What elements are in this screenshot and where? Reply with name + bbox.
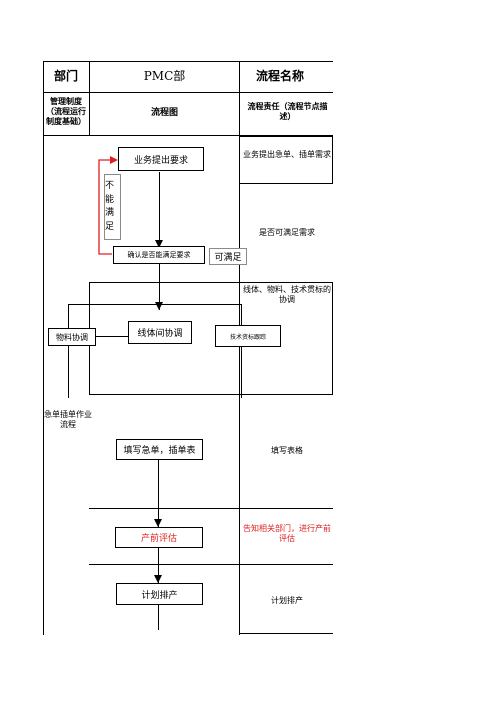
description-2: 是否可满足需求 xyxy=(259,228,315,237)
flowchart-label: 流程图 xyxy=(150,108,178,118)
description-5: 告知相关部门，进行产前评估 xyxy=(243,524,331,543)
description-box-2 xyxy=(239,183,333,283)
subheader-row-divider xyxy=(43,135,333,136)
description-4: 填写表格 xyxy=(271,446,303,455)
node-business-request: 业务提出要求 xyxy=(118,147,204,171)
dept-label: 部门 xyxy=(53,69,78,83)
lane-line-4 xyxy=(239,633,333,634)
lane-line-3 xyxy=(89,564,333,565)
coordination-frame xyxy=(68,304,242,398)
node-preproduction-eval: 产前评估 xyxy=(115,527,203,548)
responsibility-label: 流程责任（流程节点描述） xyxy=(247,102,328,121)
node-plan-schedule: 计划排产 xyxy=(116,583,203,605)
description-1: 业务提出急单、插单需求 xyxy=(243,150,331,159)
description-3: 线体、物料、技术贯标的协调 xyxy=(243,285,331,304)
lane-line-1 xyxy=(89,394,333,395)
node-confirm-satisfy: 确认是否能满足要求 xyxy=(113,246,205,264)
system-label: 管理制度（流程运行制度基础） xyxy=(46,97,86,126)
process-title: 急单插单作业流程 xyxy=(44,410,92,429)
column-divider-1 xyxy=(89,61,90,136)
node-can-satisfy: 可满足 xyxy=(209,248,247,265)
node-cannot-satisfy: 不能满足 xyxy=(104,174,121,240)
main-flow-line xyxy=(159,172,160,310)
node-tech-standard-follow: 技术资标跟踪 xyxy=(215,325,281,347)
description-box-1 xyxy=(239,136,333,184)
description-6: 计划排产 xyxy=(271,596,303,605)
node-line-coordination: 线体间协调 xyxy=(128,321,192,344)
table-left-border xyxy=(43,61,44,635)
coordination-connector xyxy=(88,336,128,337)
node-material-coordination: 物料协调 xyxy=(48,328,96,346)
header-row-divider xyxy=(43,92,333,93)
lane-line-2 xyxy=(89,508,333,509)
column-divider-2 xyxy=(239,61,240,136)
loop-arrowhead xyxy=(110,156,118,164)
node-fill-urgent-form: 填写急单，插单表 xyxy=(116,439,203,460)
lane-line-top xyxy=(89,282,333,283)
process-name-label: 流程名称 xyxy=(256,69,305,83)
dept-value: PMC部 xyxy=(143,69,186,83)
lane-line-vertical-mid xyxy=(239,282,240,635)
table-top-border xyxy=(43,61,333,62)
